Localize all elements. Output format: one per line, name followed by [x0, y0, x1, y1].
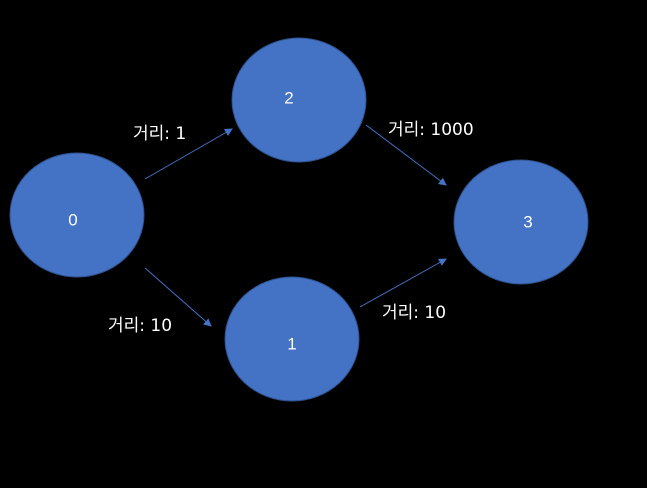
node-3-shape — [453, 159, 589, 285]
node-2-shape — [231, 37, 367, 163]
node-0: 0 — [9, 152, 145, 278]
node-3: 3 — [453, 159, 589, 285]
edge-2-to-3-arrow — [365, 124, 447, 186]
nodes: 0 2 1 3 — [9, 37, 589, 402]
node-2: 2 — [231, 37, 367, 163]
edge-label-2-to-3: 거리: 1000 — [388, 120, 474, 140]
node-0-shape — [9, 152, 145, 278]
edge-label-0-to-2: 거리: 1 — [133, 124, 186, 144]
edges — [144, 124, 447, 327]
node-3-label: 3 — [523, 213, 532, 232]
node-1-label: 1 — [287, 335, 296, 354]
edge-1-to-3-arrow — [359, 258, 447, 308]
node-1-shape — [224, 276, 360, 402]
edge-labels: 거리: 1 거리: 10 거리: 1000 거리: 10 — [108, 120, 474, 336]
node-2-label: 2 — [284, 89, 293, 108]
node-0-label: 0 — [68, 211, 77, 230]
edge-label-1-to-3: 거리: 10 — [382, 303, 446, 323]
edge-0-to-2-arrow — [144, 128, 233, 180]
node-1: 1 — [224, 276, 360, 402]
edge-0-to-1-arrow — [144, 267, 212, 327]
edge-label-0-to-1: 거리: 10 — [108, 316, 172, 336]
